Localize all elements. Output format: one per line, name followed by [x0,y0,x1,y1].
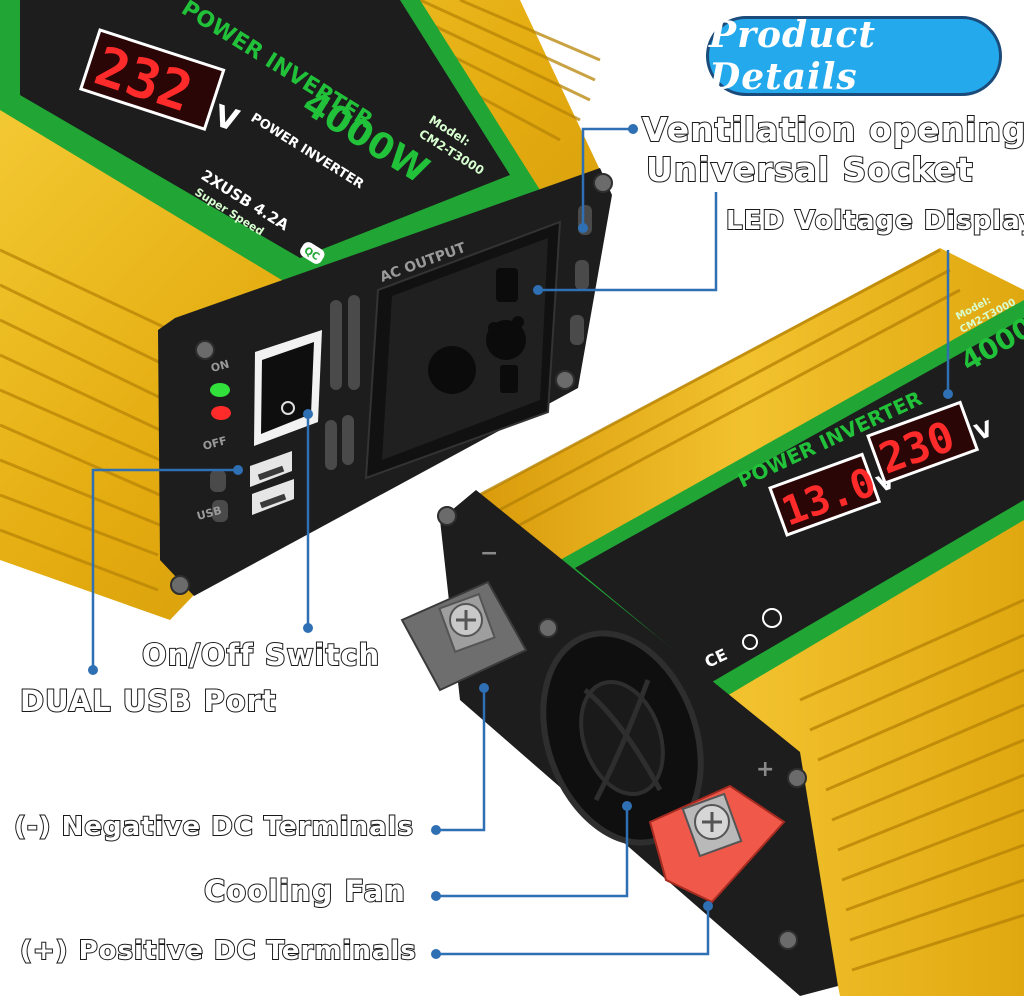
bottom-minus-mark: − [480,541,498,566]
title-pill: Product Details [706,14,1002,98]
bottom-cooling-fan [540,630,704,846]
callout-led-display: LED Voltage Display [725,205,1024,237]
bottom-lcd-ac: 230 V [866,400,996,485]
pointer-dots [88,124,953,959]
top-screws [170,173,613,595]
callout-ventilation: Ventilation opening [641,109,1024,150]
callout-usb: DUAL USB Port [19,683,277,719]
pointer-ventilation [581,127,633,228]
pointer-positive [436,906,710,956]
bottom-inverter: 13.0 V 230 V POWER INVERTER 4000 Model: … [400,248,1024,996]
top-vents [210,205,592,522]
top-usb-label: USB [195,504,223,523]
bottom-recycle-icon [742,608,782,650]
pointer-negative [436,688,486,832]
bottom-screws [437,506,807,950]
callout-fan: Cooling Fan [203,873,406,909]
callout-socket: Universal Socket [645,149,974,190]
top-status-leds [210,383,231,420]
callout-switch: On/Off Switch [141,637,381,673]
top-switch-off-label: OFF [201,434,228,453]
callout-positive: (+) Positive DC Terminals [19,935,417,967]
pointer-lines [91,127,950,956]
top-qc-badge: QC [300,242,325,264]
pointer-usb [91,468,238,670]
bottom-plus-mark: + [756,757,774,782]
top-inverter: 232 V POWER INVERTER 4000W POWER INVERTE… [0,0,613,620]
callout-negative: (-) Negative DC Terminals [13,811,415,843]
bottom-negative-terminal [400,580,528,692]
pointer-socket [538,192,718,292]
top-switch-on-label: ON [209,358,230,375]
page-title: Product Details [709,14,876,98]
bottom-positive-terminal [648,784,786,904]
pointer-fan [436,806,629,898]
top-ac-socket [364,220,562,480]
bottom-unit-fins [469,248,1024,972]
top-usb-ports [250,451,294,515]
